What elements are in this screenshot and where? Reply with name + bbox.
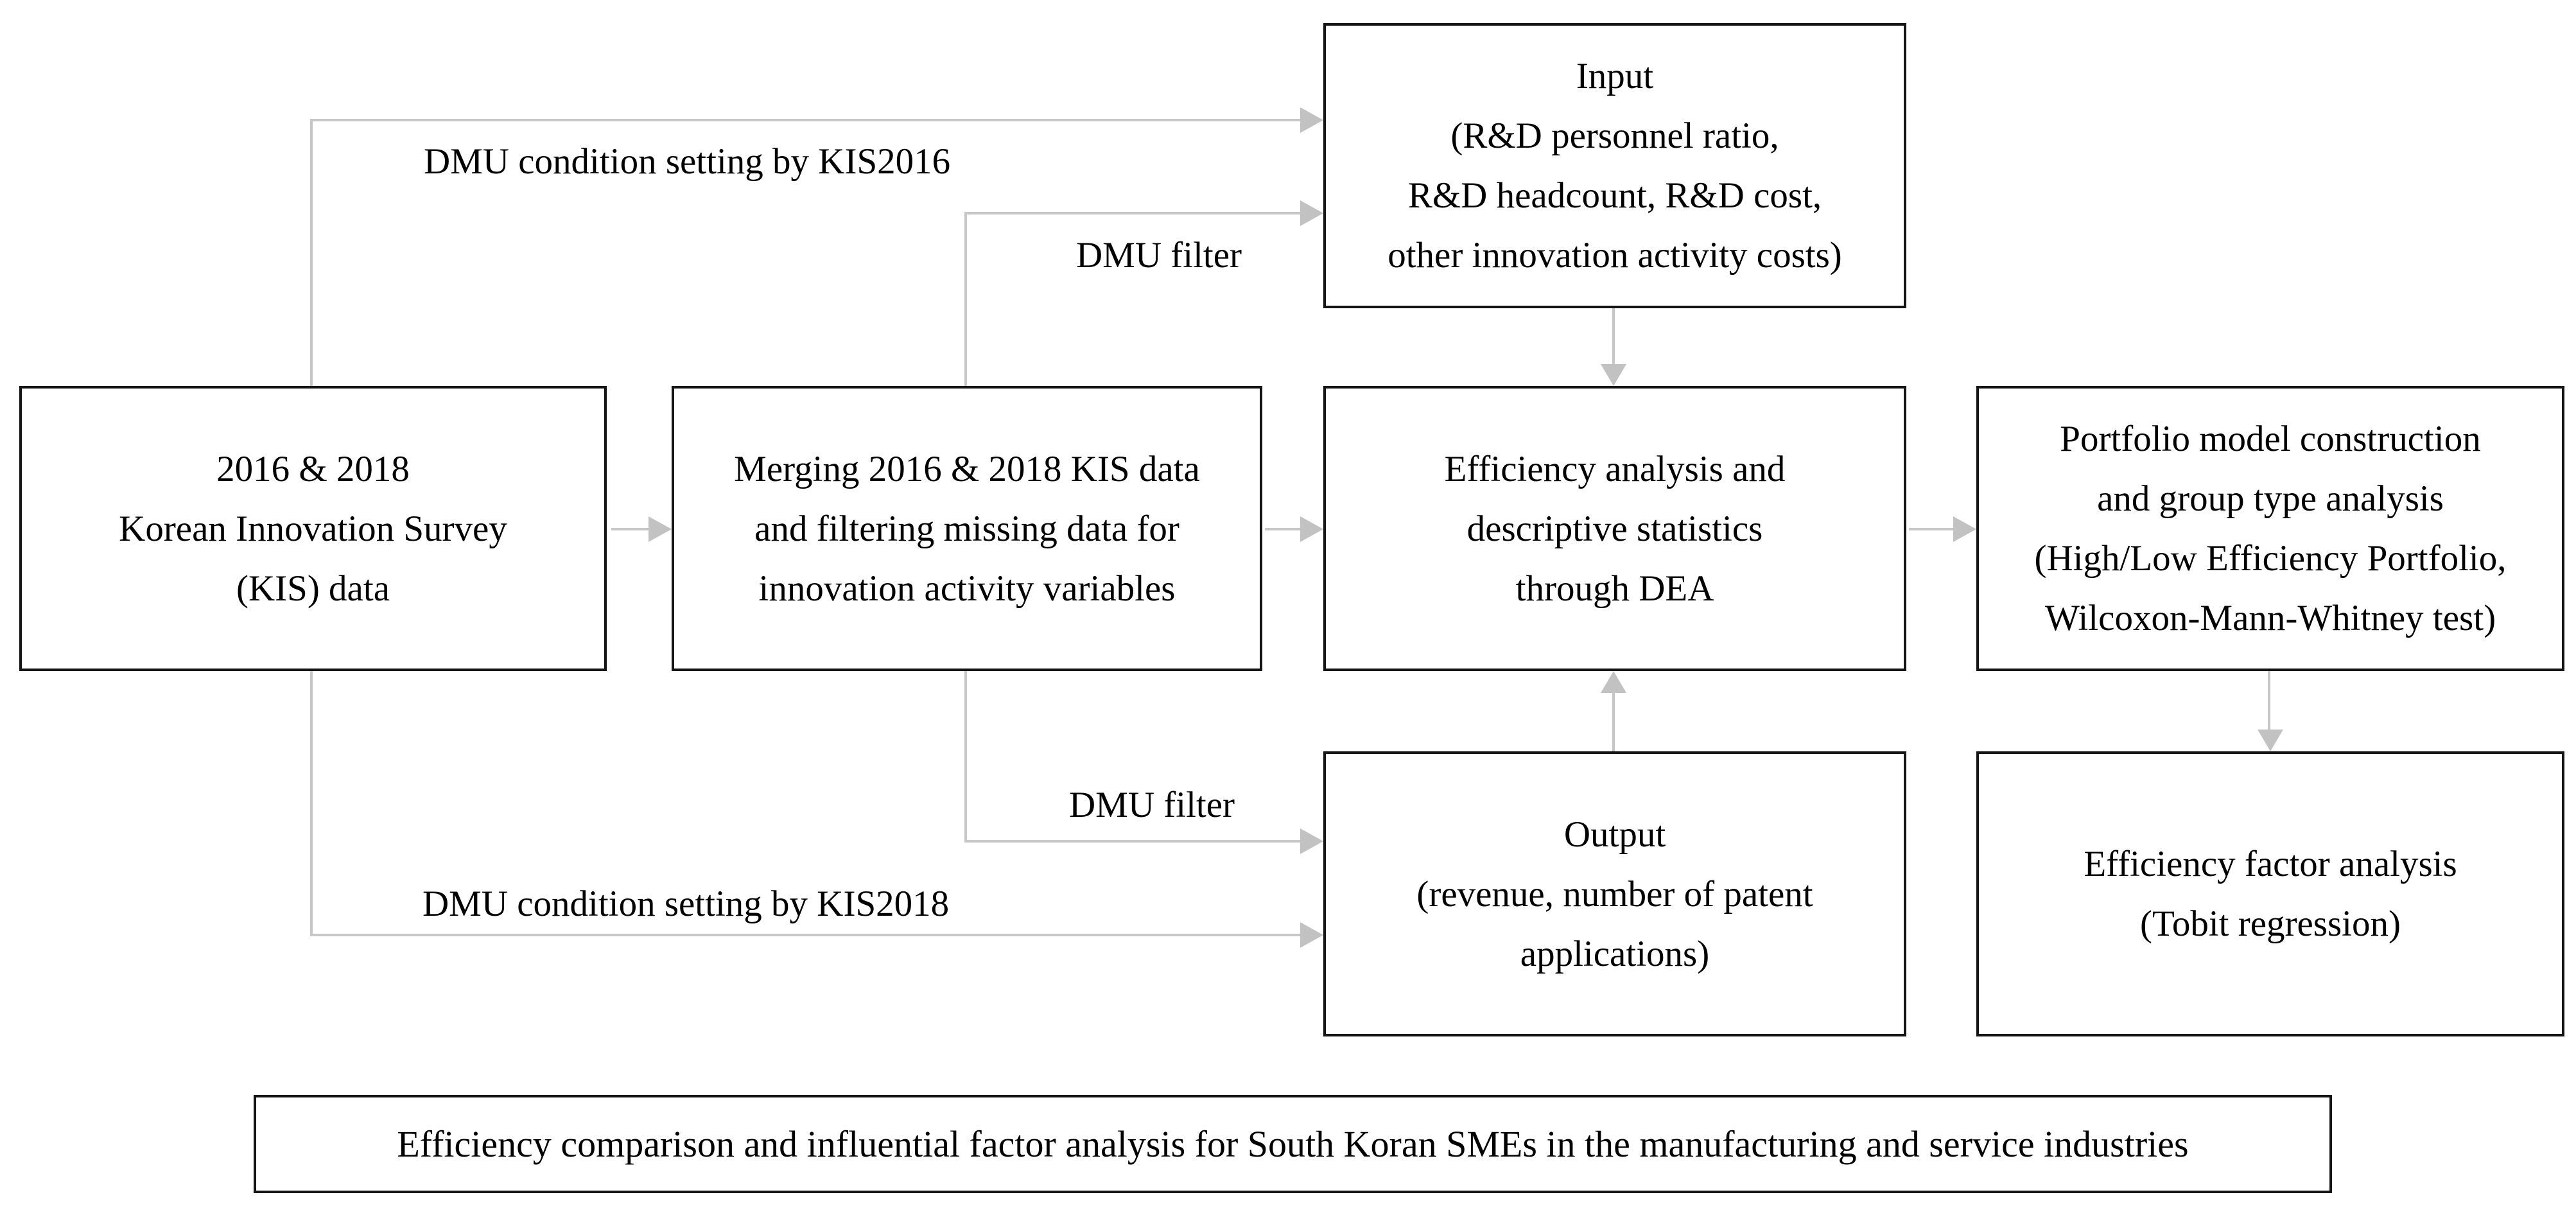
arrowhead-right-icon bbox=[1300, 828, 1323, 854]
arrow-segment bbox=[964, 671, 967, 841]
arrowhead-up-icon bbox=[1601, 671, 1626, 693]
arrow-segment bbox=[1612, 308, 1615, 365]
arrow-segment bbox=[964, 840, 1300, 843]
banner-conclusion: Efficiency comparison and influential fa… bbox=[254, 1095, 2332, 1193]
box-line: Efficiency analysis and bbox=[1444, 448, 1786, 489]
arrowhead-right-icon bbox=[648, 516, 672, 542]
box-line: Portfolio model construction bbox=[2060, 419, 2481, 459]
box-line: (revenue, number of patent bbox=[1416, 873, 1813, 914]
box-line: and filtering missing data for bbox=[754, 508, 1179, 549]
box-line: through DEA bbox=[1515, 568, 1714, 609]
box-dea: Efficiency analysis and descriptive stat… bbox=[1323, 386, 1906, 671]
arrowhead-down-icon bbox=[2258, 730, 2283, 751]
box-input: Input (R&D personnel ratio, R&D headcoun… bbox=[1323, 23, 1906, 308]
box-line: Merging 2016 & 2018 KIS data bbox=[734, 448, 1200, 489]
box-line: Output bbox=[1563, 814, 1666, 855]
box-line: R&D headcount, R&D cost, bbox=[1407, 175, 1822, 216]
box-line: Efficiency factor analysis bbox=[2084, 844, 2457, 884]
box-line: (Tobit regression) bbox=[2140, 904, 2401, 944]
box-line: 2016 & 2018 bbox=[216, 448, 410, 489]
label-dmu-filter-top: DMU filter bbox=[1076, 235, 1242, 275]
arrowhead-right-icon bbox=[1300, 107, 1323, 133]
box-line: Input bbox=[1576, 56, 1654, 96]
box-merging: Merging 2016 & 2018 KIS data and filteri… bbox=[672, 386, 1262, 671]
box-line: and group type analysis bbox=[2097, 478, 2444, 519]
box-line: (KIS) data bbox=[236, 568, 390, 609]
arrow-segment bbox=[964, 212, 1300, 214]
arrow-segment bbox=[611, 528, 648, 530]
banner-text: Efficiency comparison and influential fa… bbox=[397, 1123, 2189, 1165]
arrow-segment bbox=[310, 934, 1300, 936]
box-line: (R&D personnel ratio, bbox=[1450, 116, 1779, 156]
arrow-segment bbox=[310, 119, 1300, 121]
box-line: (High/Low Efficiency Portfolio, bbox=[2034, 538, 2507, 579]
box-line: Wilcoxon-Mann-Whitney test) bbox=[2044, 598, 2496, 638]
box-output: Output (revenue, number of patent applic… bbox=[1323, 751, 1906, 1036]
arrow-segment bbox=[1265, 528, 1300, 530]
arrow-segment bbox=[2268, 671, 2270, 730]
arrow-segment bbox=[964, 212, 967, 386]
box-line: innovation activity variables bbox=[758, 568, 1176, 609]
arrowhead-right-icon bbox=[1300, 200, 1323, 226]
box-line: descriptive statistics bbox=[1466, 508, 1763, 549]
box-portfolio: Portfolio model construction and group t… bbox=[1976, 386, 2564, 671]
arrow-segment bbox=[1909, 528, 1953, 530]
arrowhead-right-icon bbox=[1300, 922, 1323, 948]
arrowhead-right-icon bbox=[1953, 516, 1976, 542]
arrow-segment bbox=[1612, 692, 1615, 751]
arrowhead-down-icon bbox=[1601, 364, 1626, 386]
box-kis-data: 2016 & 2018 Korean Innovation Survey (KI… bbox=[19, 386, 607, 671]
arrow-segment bbox=[310, 119, 313, 386]
label-dmu-condition-kis2018: DMU condition setting by KIS2018 bbox=[422, 884, 950, 924]
arrow-segment bbox=[310, 671, 313, 935]
box-line: applications) bbox=[1520, 933, 1710, 974]
arrowhead-right-icon bbox=[1300, 516, 1323, 542]
box-line: Korean Innovation Survey bbox=[119, 508, 507, 549]
box-factor: Efficiency factor analysis (Tobit regres… bbox=[1976, 751, 2564, 1036]
box-line: other innovation activity costs) bbox=[1388, 235, 1842, 275]
label-dmu-filter-bottom: DMU filter bbox=[1069, 785, 1235, 825]
label-dmu-condition-kis2016: DMU condition setting by KIS2016 bbox=[424, 141, 951, 182]
